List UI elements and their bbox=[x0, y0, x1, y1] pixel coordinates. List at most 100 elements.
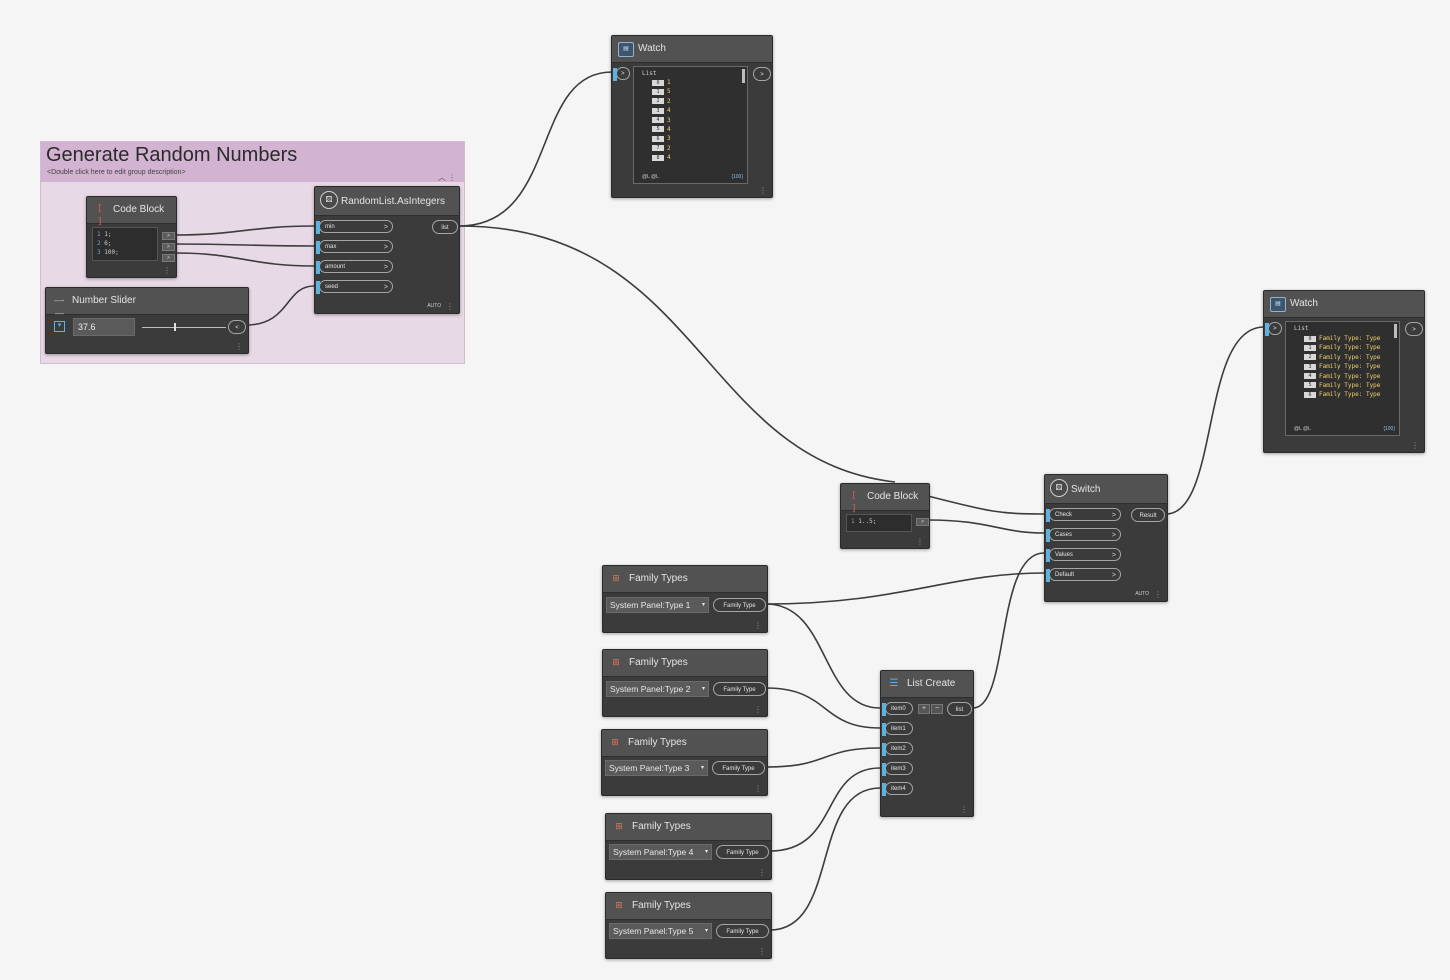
node-menu-icon[interactable]: ⋮ bbox=[163, 266, 171, 275]
node-header[interactable]: ☰ List Create bbox=[881, 671, 973, 698]
slider-value-field[interactable]: 37.6 bbox=[73, 318, 135, 336]
output-port-family-type[interactable]: Family Type bbox=[716, 845, 769, 859]
scrollbar[interactable] bbox=[742, 69, 745, 83]
family-types-node-1[interactable]: ⊞ Family Types System Panel:Type 1▾ Fami… bbox=[602, 565, 768, 633]
output-port[interactable]: > bbox=[162, 243, 175, 251]
code-editor[interactable]: 1 1; 2 6; 3 100; bbox=[92, 227, 158, 261]
output-port-family-type[interactable]: Family Type bbox=[712, 761, 765, 775]
input-port[interactable]: > bbox=[1265, 322, 1282, 336]
code-block-node-1[interactable]: [ ] Code Block 1 1; 2 6; 3 100; > > > ⋮ bbox=[86, 196, 177, 278]
output-port-list[interactable]: list bbox=[947, 702, 972, 716]
remove-input-button[interactable]: − bbox=[931, 704, 943, 714]
add-input-button[interactable]: + bbox=[918, 704, 930, 714]
number-slider-node[interactable]: —·— Number Slider ▾ 37.6 < ⋮ bbox=[45, 287, 249, 354]
input-port-default[interactable]: Default> bbox=[1046, 568, 1121, 582]
node-header[interactable]: ⊞ Family Types bbox=[606, 893, 771, 920]
output-port[interactable]: > bbox=[162, 232, 175, 240]
family-type-dropdown[interactable]: System Panel:Type 4▾ bbox=[609, 844, 712, 860]
node-header[interactable]: ⊞ Family Types bbox=[603, 650, 767, 677]
node-header[interactable]: ⊞ Family Types bbox=[606, 814, 771, 841]
node-menu-icon[interactable]: ⋮ bbox=[235, 342, 243, 351]
output-port-result[interactable]: Result bbox=[1131, 508, 1165, 522]
group-description[interactable]: <Double click here to edit group descrip… bbox=[47, 169, 186, 176]
family-type-dropdown[interactable]: System Panel:Type 2▾ bbox=[606, 681, 709, 697]
output-port-family-type[interactable]: Family Type bbox=[713, 598, 766, 612]
input-port-cases[interactable]: Cases> bbox=[1046, 528, 1121, 542]
input-port-item3[interactable]: item3 bbox=[882, 762, 913, 776]
switch-node[interactable]: ⚄ Switch Check> Cases> Values> Default> … bbox=[1044, 474, 1168, 602]
node-header[interactable]: [ ] Code Block bbox=[841, 484, 929, 514]
node-menu-icon[interactable]: ⋮ bbox=[754, 621, 762, 630]
code-block-node-2[interactable]: [ ] Code Block 1 1..5; > ⋮ bbox=[840, 483, 930, 549]
node-menu-icon[interactable]: ⋮ bbox=[960, 805, 968, 814]
node-menu-icon[interactable]: ⋮ bbox=[1154, 590, 1162, 599]
list-create-node[interactable]: ☰ List Create item0 item1 item2 item3 it… bbox=[880, 670, 974, 817]
lacing-indicator[interactable]: AUTO bbox=[427, 303, 441, 309]
node-header[interactable]: —·— Number Slider bbox=[46, 288, 248, 318]
watch-icon: ▤ bbox=[1270, 297, 1286, 312]
expand-icon[interactable]: ▾ bbox=[54, 321, 65, 332]
input-port-amount[interactable]: amount> bbox=[316, 260, 393, 274]
family-type-dropdown[interactable]: System Panel:Type 3▾ bbox=[605, 760, 708, 776]
node-menu-icon[interactable]: ⋮ bbox=[759, 186, 767, 195]
family-types-node-3[interactable]: ⊞ Family Types System Panel:Type 3▾ Fami… bbox=[601, 729, 768, 796]
list-index-badge: 5 bbox=[652, 126, 664, 133]
node-menu-icon[interactable]: ⋮ bbox=[1411, 441, 1419, 450]
node-menu-icon[interactable]: ⋮ bbox=[916, 537, 924, 546]
node-header[interactable]: [ ] Code Block bbox=[87, 197, 176, 227]
node-menu-icon[interactable]: ⋮ bbox=[758, 947, 766, 956]
family-type-dropdown[interactable]: System Panel:Type 5▾ bbox=[609, 923, 712, 939]
code-editor[interactable]: 1 1..5; bbox=[846, 514, 912, 532]
slider-track[interactable] bbox=[142, 327, 226, 328]
node-header[interactable]: ▤ Watch bbox=[1264, 291, 1424, 318]
family-types-node-2[interactable]: ⊞ Family Types System Panel:Type 2▾ Fami… bbox=[602, 649, 768, 717]
group-header[interactable]: Generate Random Numbers <Double click he… bbox=[41, 142, 464, 182]
node-menu-icon[interactable]: ⋮ bbox=[446, 302, 454, 311]
watch-icon: ▤ bbox=[618, 42, 634, 57]
node-header[interactable]: ⚄ Switch bbox=[1045, 475, 1167, 504]
chevron-up-icon[interactable]: ︿ ⋮ bbox=[437, 173, 456, 182]
node-menu-icon[interactable]: ⋮ bbox=[758, 868, 766, 877]
output-port[interactable]: > bbox=[1405, 322, 1423, 336]
input-port-seed[interactable]: seed> bbox=[316, 280, 393, 294]
output-port[interactable]: > bbox=[916, 518, 929, 526]
node-header[interactable]: ⚄ RandomList.AsIntegers bbox=[315, 187, 459, 216]
family-types-node-5[interactable]: ⊞ Family Types System Panel:Type 5▾ Fami… bbox=[605, 892, 772, 959]
slider-thumb[interactable] bbox=[173, 323, 176, 331]
node-title: Code Block bbox=[867, 491, 919, 502]
scrollbar[interactable] bbox=[1394, 324, 1397, 338]
input-port-values[interactable]: Values> bbox=[1046, 548, 1121, 562]
input-port-item2[interactable]: item2 bbox=[882, 742, 913, 756]
input-port-check[interactable]: Check> bbox=[1046, 508, 1121, 522]
node-header[interactable]: ⊞ Family Types bbox=[603, 566, 767, 593]
output-port-value[interactable]: < bbox=[228, 320, 246, 334]
node-header[interactable]: ▤ Watch bbox=[612, 36, 772, 63]
node-menu-icon[interactable]: ⋮ bbox=[754, 705, 762, 714]
node-menu-icon[interactable]: ⋮ bbox=[754, 784, 762, 793]
output-port[interactable]: > bbox=[162, 254, 175, 262]
input-port[interactable]: > bbox=[613, 67, 630, 81]
node-header[interactable]: ⊞ Family Types bbox=[602, 730, 767, 757]
output-port-family-type[interactable]: Family Type bbox=[713, 682, 766, 696]
output-port-list[interactable]: list bbox=[432, 220, 458, 234]
input-port-item1[interactable]: item1 bbox=[882, 722, 913, 736]
lacing-indicator[interactable]: AUTO bbox=[1135, 591, 1149, 597]
output-port-family-type[interactable]: Family Type bbox=[716, 924, 769, 938]
input-port-item4[interactable]: item4 bbox=[882, 782, 913, 796]
family-types-node-4[interactable]: ⊞ Family Types System Panel:Type 4▾ Fami… bbox=[605, 813, 772, 880]
randomlist-asintegers-node[interactable]: ⚄ RandomList.AsIntegers min> max> amount… bbox=[314, 186, 460, 314]
list-item-value: Family Type: Type bbox=[1319, 353, 1381, 361]
input-port-max[interactable]: max> bbox=[316, 240, 393, 254]
family-type-dropdown[interactable]: System Panel:Type 1▾ bbox=[606, 597, 709, 613]
input-port-item0[interactable]: item0 bbox=[882, 702, 913, 716]
node-title: Code Block bbox=[113, 204, 165, 215]
output-port[interactable]: > bbox=[753, 67, 771, 81]
input-port-min[interactable]: min> bbox=[316, 220, 393, 234]
